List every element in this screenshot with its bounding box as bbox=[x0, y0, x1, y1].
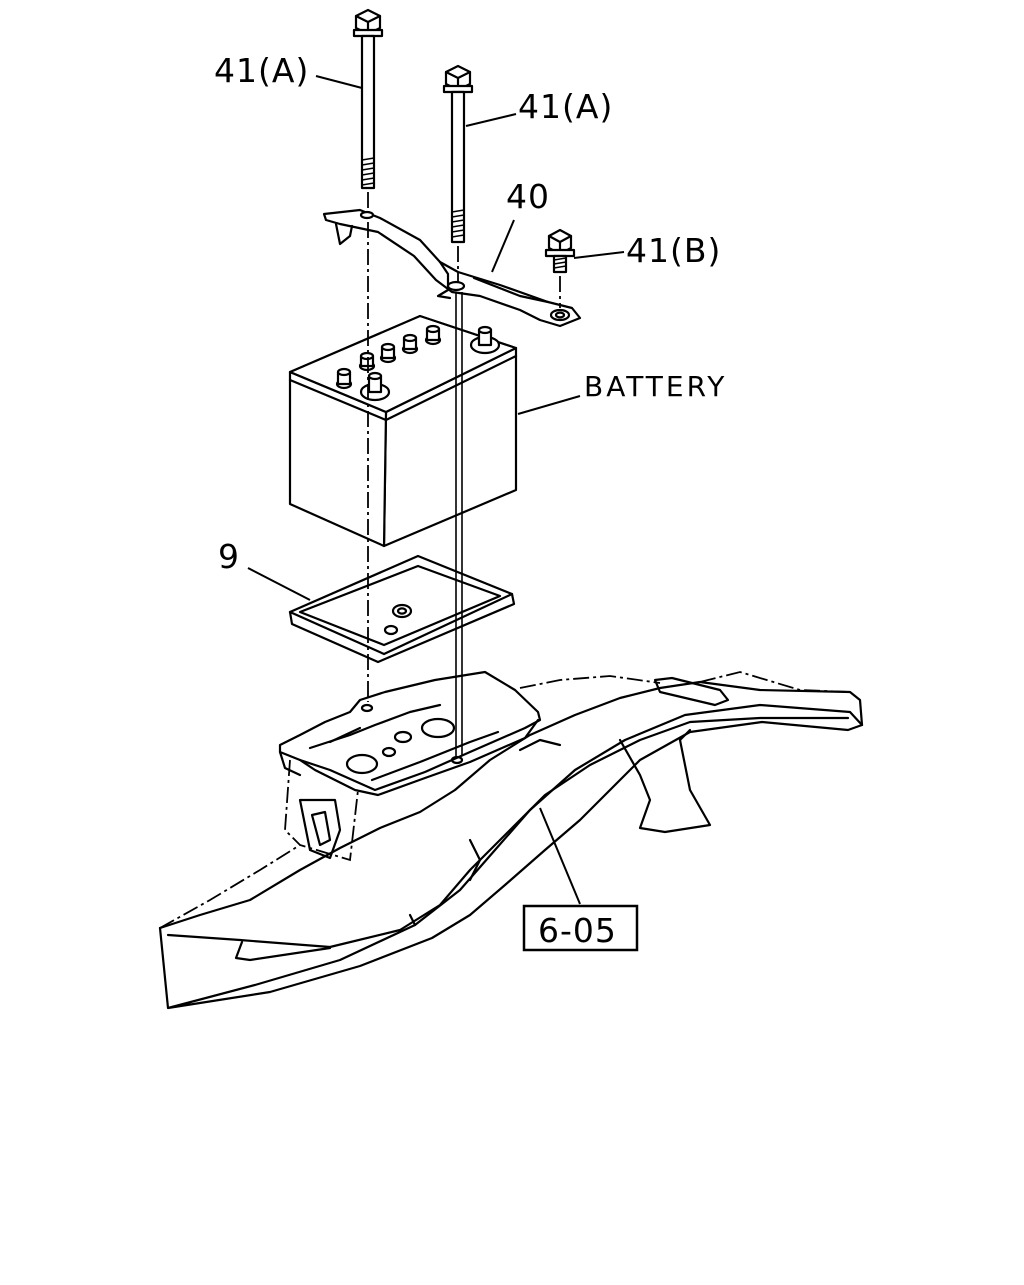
battery-tray-bracket bbox=[278, 670, 542, 862]
callout-clamp: 40 bbox=[506, 177, 550, 216]
callout-bolt-b: 41(B) bbox=[626, 231, 721, 270]
battery-terminals bbox=[335, 324, 501, 402]
callout-bolt-a-left: 41(A) bbox=[214, 51, 309, 90]
callout-tray-pad: 9 bbox=[218, 537, 240, 576]
callout-bolt-a-right: 41(A) bbox=[518, 87, 613, 126]
battery-tray-pad bbox=[288, 554, 516, 664]
long-bolt-right bbox=[442, 64, 474, 244]
battery-clamp bbox=[322, 208, 582, 328]
vehicle-frame bbox=[158, 671, 864, 1010]
callout-battery: BATTERY bbox=[584, 370, 727, 403]
assembly-centerlines bbox=[367, 192, 561, 756]
long-bolt-left bbox=[352, 8, 384, 190]
leader-lines bbox=[247, 75, 625, 905]
frame-reference-box[interactable]: 6-05 bbox=[522, 904, 639, 952]
callout-frame-ref: 6-05 bbox=[538, 911, 617, 950]
short-bolt bbox=[544, 228, 576, 274]
battery bbox=[288, 314, 518, 548]
